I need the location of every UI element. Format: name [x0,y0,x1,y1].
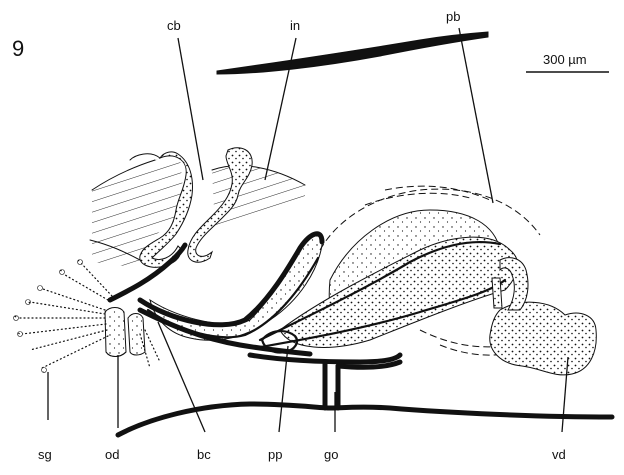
label-go: go [324,447,338,462]
label-cb: cb [167,18,181,33]
vas-deferens-duct [499,257,529,311]
upper-body-wall [216,31,489,75]
structure-labels: cb in pb sg od bc pp go vd [38,9,566,462]
figure-number: 9 [12,36,24,61]
intestine-wall-right [187,147,253,263]
leader-bc [157,321,206,433]
intestine-outline [129,153,161,161]
bursa-copulatrix [137,231,325,341]
label-vd: vd [552,447,566,462]
oviduct-duct-upper [107,242,188,303]
lower-body-wall [115,401,615,438]
oviduct-duct-lower [137,307,313,357]
genital-atrium [247,352,403,411]
leader-in [264,37,297,181]
label-pb: pb [446,9,460,24]
shell-glands [13,259,161,373]
vas-deferens-blob [489,301,597,376]
hatched-tissue-region [89,158,306,268]
leader-pp [278,345,289,433]
penis-papilla [260,330,299,354]
vas-deferens-tube [491,277,503,309]
label-od: od [105,447,119,462]
leader-pb [458,27,494,204]
oviduct-tubes [104,307,146,357]
label-bc: bc [197,447,211,462]
label-in: in [290,18,300,33]
scale-bar: 300 µm [526,52,609,73]
leader-lines [47,27,569,433]
label-pp: pp [268,447,282,462]
scale-bar-label: 300 µm [543,52,587,67]
label-sg: sg [38,447,52,462]
leader-vd [561,356,569,433]
leader-cb [177,37,204,181]
